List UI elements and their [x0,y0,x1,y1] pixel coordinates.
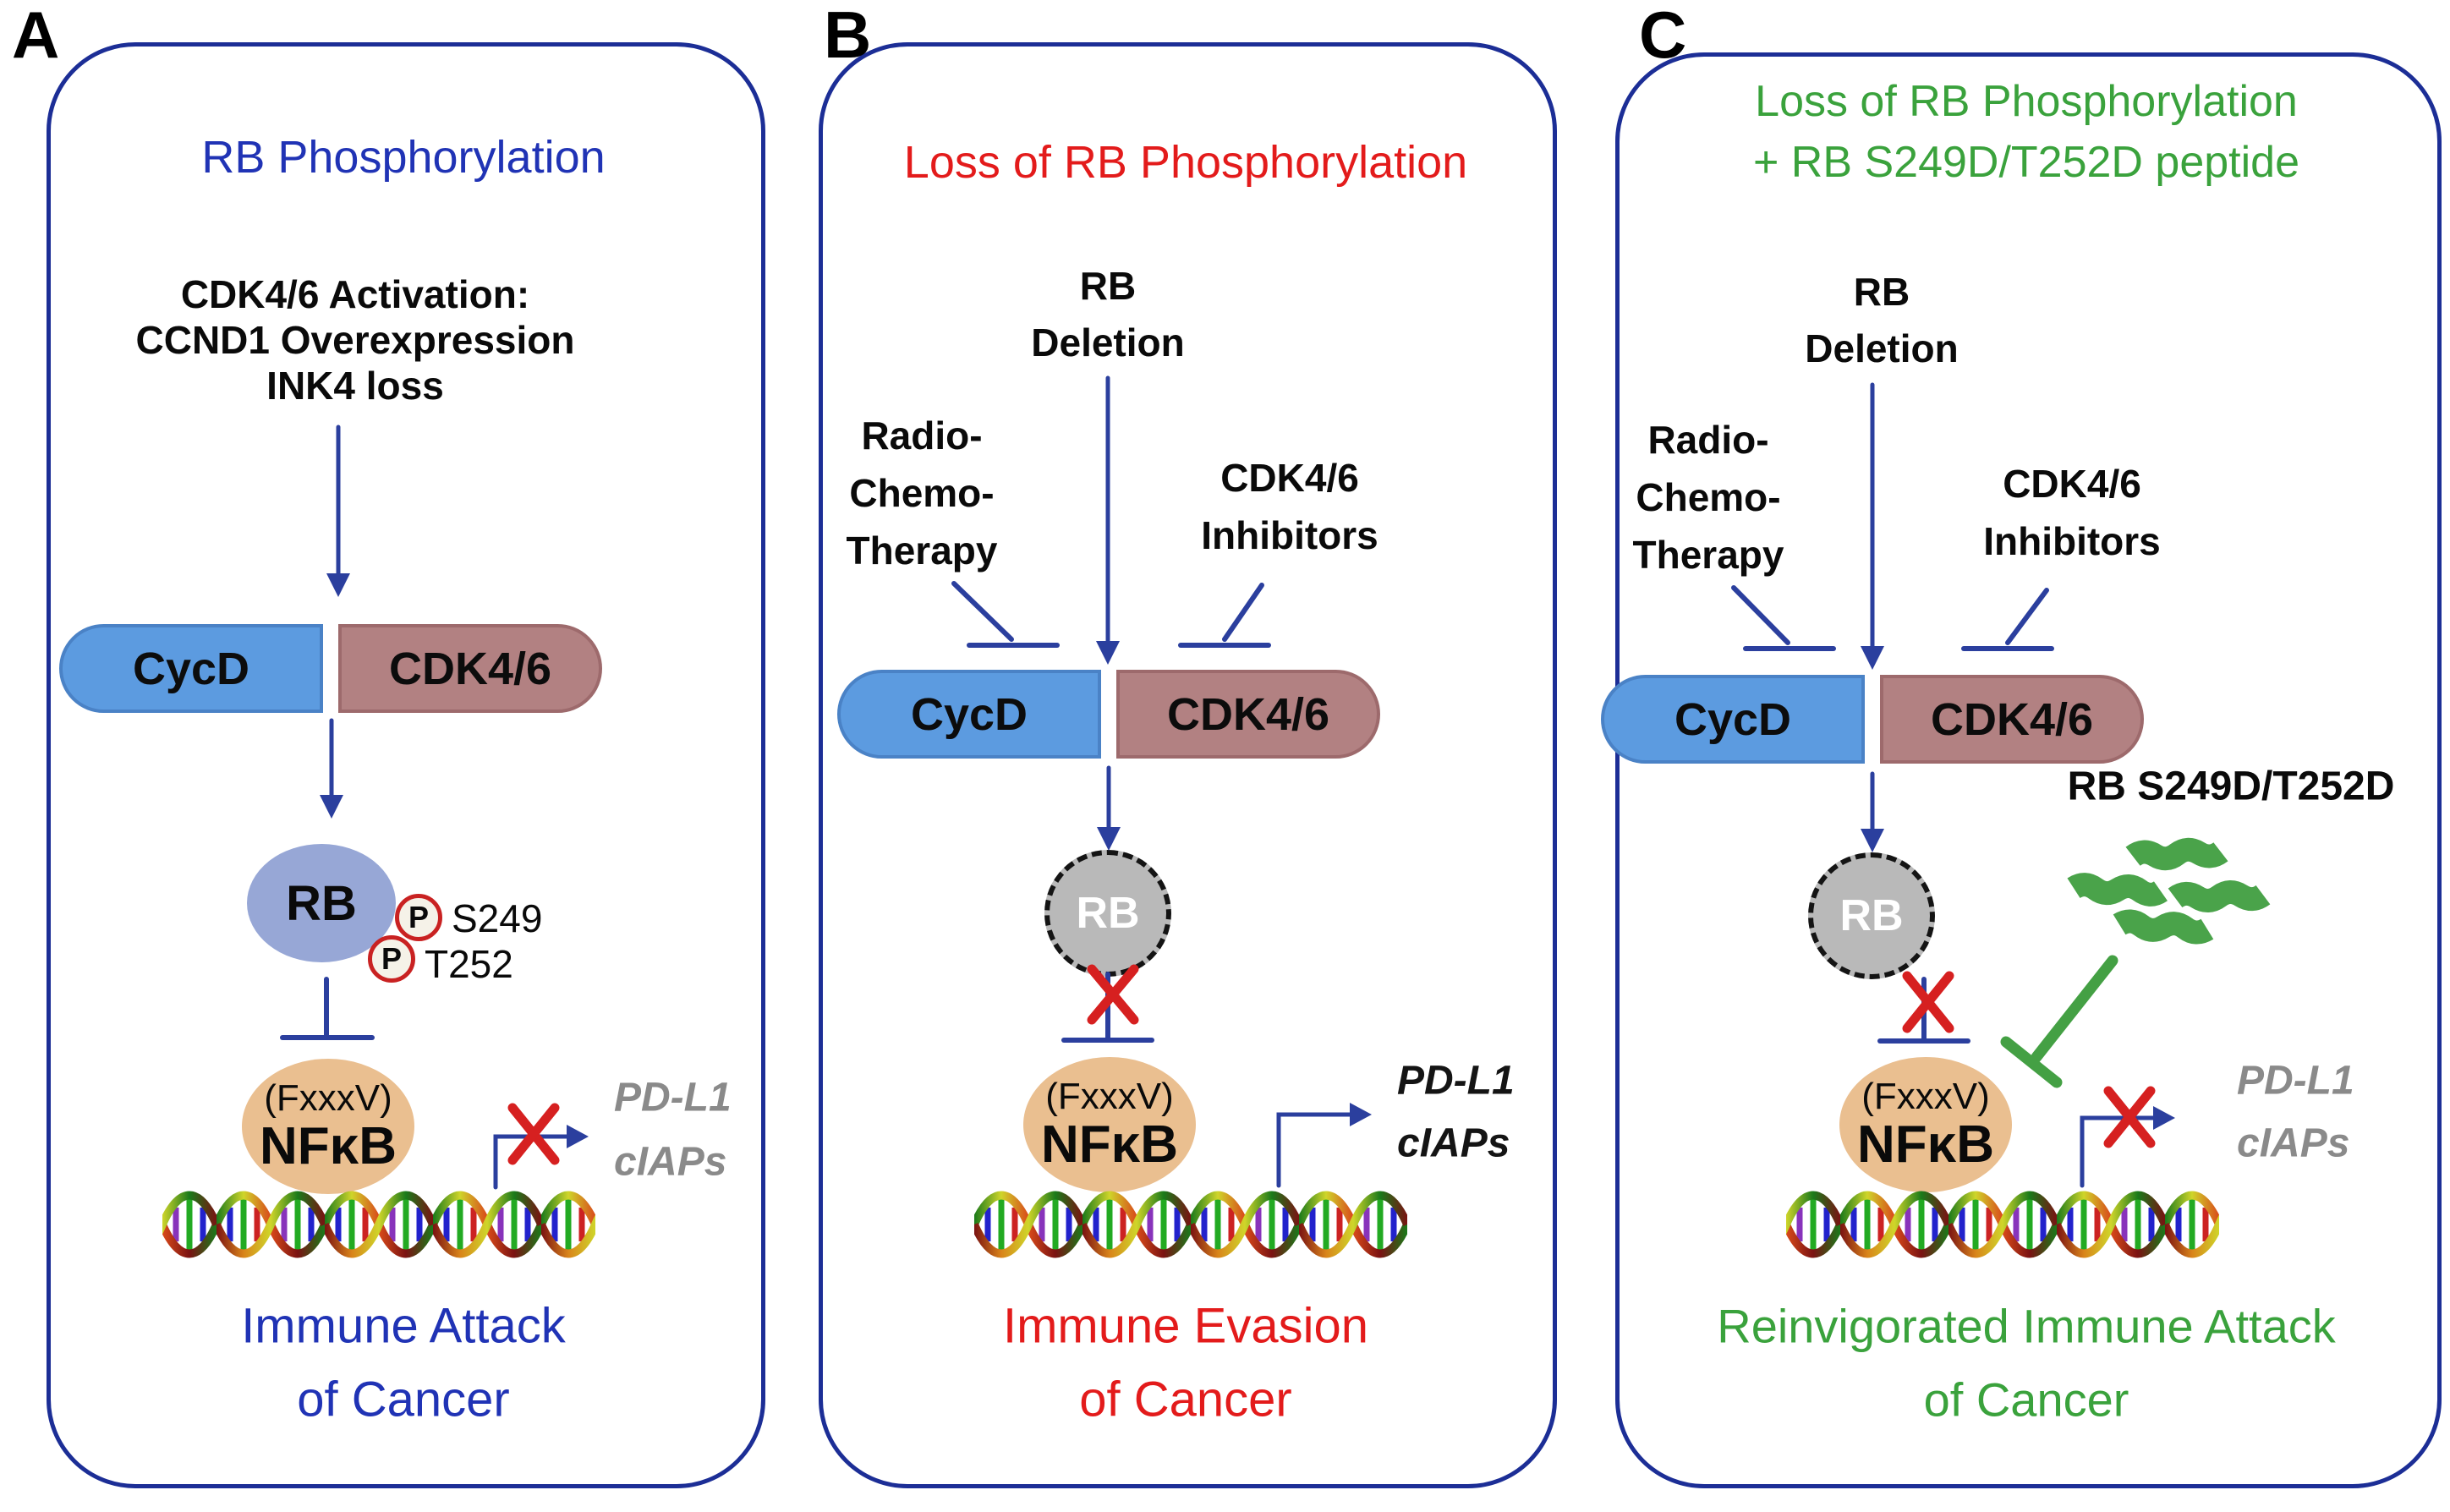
panel-c-letter: C [1639,0,1687,72]
panel-b-title: Loss of RB Phosphorylation [903,137,1468,188]
cdk-inhibitor-label: Inhibitors [1201,513,1378,557]
nfkb-label: NFκB [1041,1115,1178,1174]
rb-protein-inactive: RB [1044,850,1171,977]
dna-helix-icon [1786,1184,2219,1265]
activation-arrow-icon [326,425,350,597]
panel-b-letter: B [824,0,872,72]
radio-chemo-label: Therapy [1632,533,1784,577]
nfkb-complex: (FxxxV) NFκB [1023,1057,1196,1192]
rb-deletion-label: Deletion [1805,326,1959,370]
gene-target: PD-L1 [614,1075,732,1120]
nfkb-label: NFκB [260,1116,397,1175]
phospho-p: P [381,941,402,976]
peptide-inhibition-tbar-icon [2000,955,2118,1088]
nfkb-complex: (FxxxV) NFκB [1839,1057,2012,1192]
gene-target: PD-L1 [2237,1058,2354,1104]
outcome-line: Immune Evasion [1003,1298,1368,1354]
cdk-inhibitor-label: CDK4/6 [1220,456,1359,500]
panel-c-title: Loss of RB Phosphorylation [1755,77,2298,126]
cdk46-pill: CDK4/6 [1116,670,1380,759]
red-x-icon [1902,971,1954,1033]
radio-chemo-label: Chemo- [849,471,995,515]
cdk-inhibitor-label: CDK4/6 [2003,462,2141,506]
panel-c-title: + RB S249D/T252D peptide [1752,138,2300,187]
cdk-inhibitor-label: Inhibitors [1983,519,2161,563]
dna-helix-icon [162,1184,595,1265]
stimulus-line: CDK4/6 Activation: [180,272,530,316]
nfkb-motif: (FxxxV) [264,1077,392,1120]
cdk46-pill: CDK4/6 [1880,675,2144,764]
radio-chemo-label: Radio- [1647,418,1769,462]
outcome-line: of Cancer [1923,1372,2129,1427]
phospho-site: S249 [452,896,543,940]
phospho-badge-icon: P [395,894,442,941]
cycd-label: CycD [1674,693,1792,745]
cycd-pill: CycD [837,670,1101,759]
stimulus-line: CCND1 Overexpression [135,318,575,362]
rb-protein-inactive: RB [1808,852,1935,979]
rb-deletion-label: Deletion [1031,320,1185,364]
stimulus-line: INK4 loss [266,364,444,408]
panel-a-box [47,42,765,1488]
inhibition-tbar-icon [951,581,1060,648]
phospho-badge-icon: P [368,935,415,983]
inhibition-tbar-icon [1961,588,2054,651]
outcome-line: of Cancer [297,1372,510,1427]
rb-deletion-label: RB [1853,270,1910,314]
cdk46-label: CDK4/6 [1166,688,1330,740]
inhibition-tbar-icon [280,977,375,1040]
cdk46-label: CDK4/6 [388,643,552,694]
promoter-arrow-icon [1276,1103,1372,1188]
cycd-label: CycD [910,688,1028,740]
gene-target: cIAPs [1397,1120,1510,1166]
cycd-pill: CycD [59,624,323,713]
panel-a-letter: A [12,0,60,72]
radio-chemo-label: Chemo- [1636,475,1781,519]
phospho-p: P [408,900,429,934]
cdk46-label: CDK4/6 [1930,693,2094,745]
inhibition-tbar-icon [1731,585,1836,651]
panel-a-title: RB Phosphorylation [201,132,606,183]
peptide-label: RB S249D/T252D [2067,764,2395,809]
nfkb-complex: (FxxxV) NFκB [242,1059,414,1194]
radio-chemo-label: Therapy [846,529,998,572]
rb-protein: RB [247,844,396,962]
activation-arrow-icon [1096,375,1120,665]
cycd-pill: CycD [1601,675,1865,764]
panel-c-box [1615,52,2442,1488]
activation-arrow-icon [1861,382,1884,670]
outcome-line: Reinvigorated Immune Attack [1717,1299,2336,1353]
inhibition-tbar-icon [1178,583,1271,648]
red-x-icon [2103,1086,2156,1148]
red-x-icon [1087,964,1139,1025]
red-x-icon [507,1103,560,1165]
activation-arrow-icon [1861,771,1884,852]
phospho-site: T252 [425,942,513,986]
outcome-line: Immune Attack [241,1298,566,1354]
activation-arrow-icon [1097,765,1121,851]
rb-label: RB [1076,889,1140,938]
rb-label: RB [1839,891,1904,940]
promoter-arrow-icon [493,1125,589,1190]
panel-b-box [819,42,1557,1488]
peptide-icon [2067,837,2271,945]
cycd-label: CycD [132,643,250,694]
dna-helix-icon [974,1184,1407,1265]
rb-label: RB [286,875,357,931]
outcome-line: of Cancer [1079,1372,1292,1427]
rb-deletion-label: RB [1079,264,1137,308]
nfkb-motif: (FxxxV) [1045,1076,1174,1118]
activation-arrow-icon [320,718,343,819]
cdk46-pill: CDK4/6 [338,624,602,713]
gene-target: cIAPs [614,1139,727,1185]
nfkb-label: NFκB [1857,1115,1994,1174]
nfkb-motif: (FxxxV) [1861,1076,1990,1118]
gene-target: cIAPs [2237,1120,2350,1166]
gene-target: PD-L1 [1397,1058,1515,1104]
radio-chemo-label: Radio- [861,414,983,457]
